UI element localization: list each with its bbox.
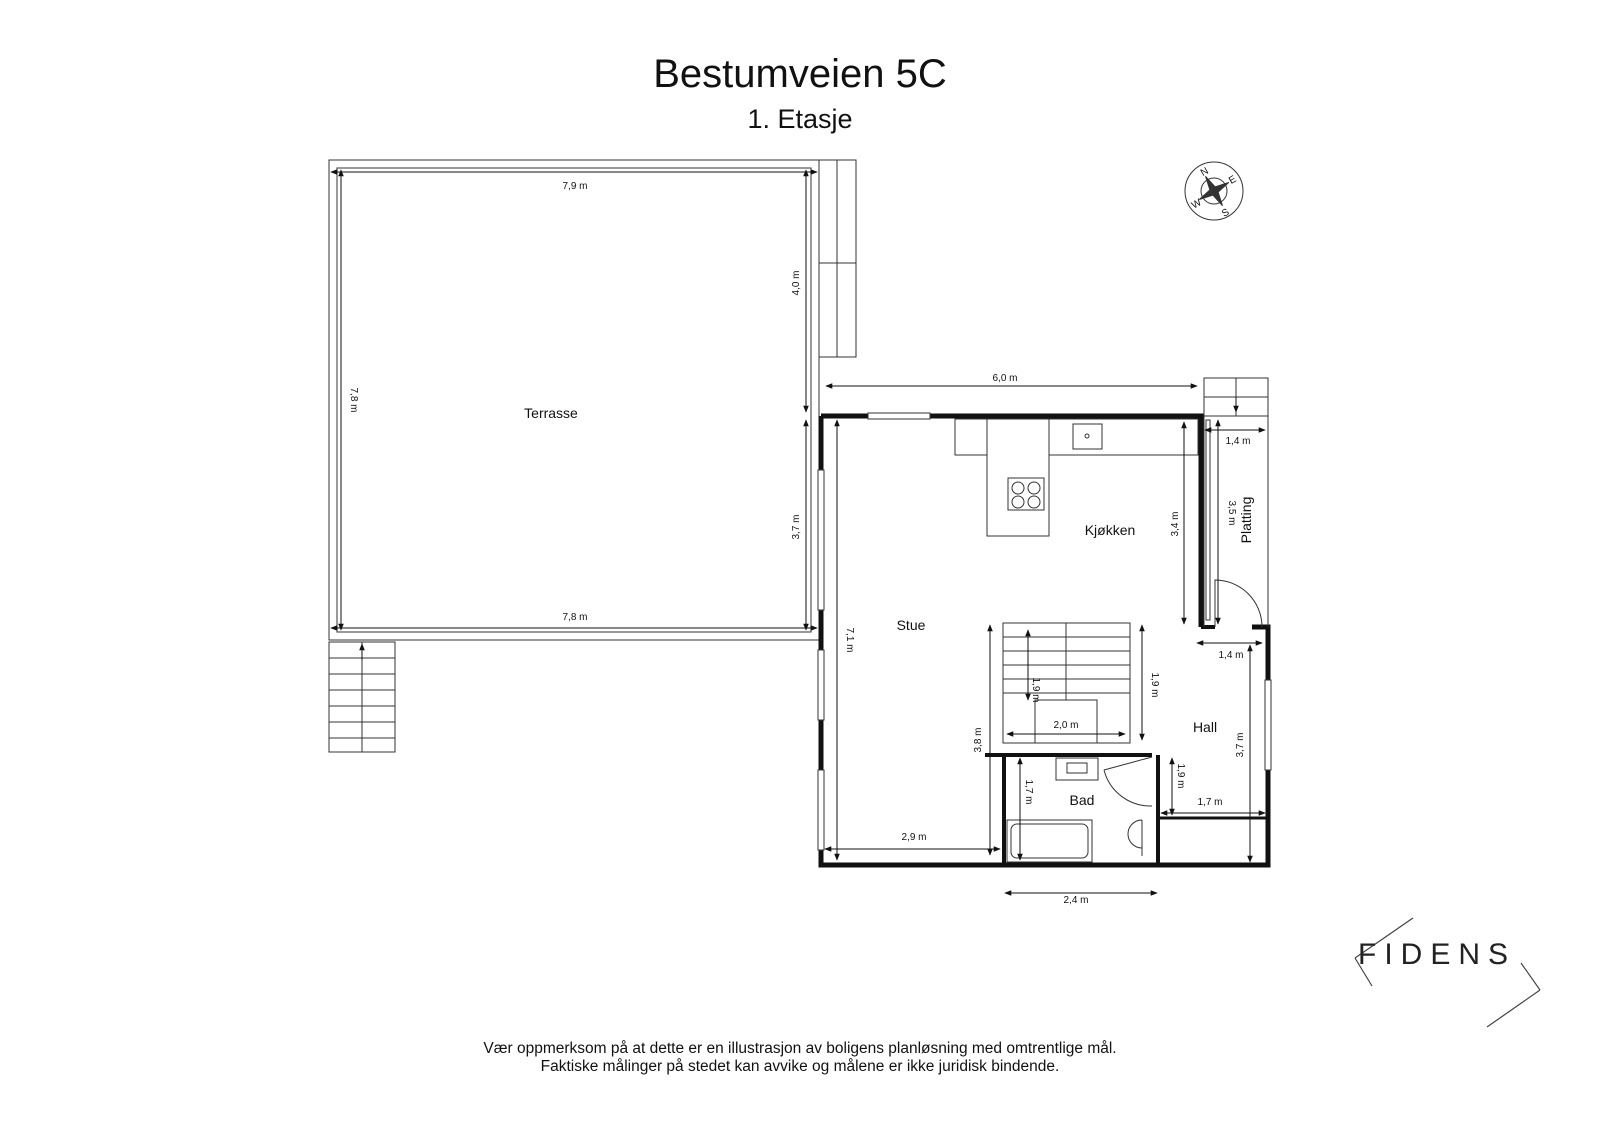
dim-platting-height: 3,5 m (1226, 500, 1237, 525)
dim-terrasse-left: 7,8 m (348, 387, 359, 412)
room-label-terrasse: Terrasse (524, 405, 578, 421)
compass-e: E (1227, 174, 1239, 187)
dim-stue-lower-height: 3,8 m (973, 727, 984, 752)
floor-subtitle: 1. Etasje (747, 104, 853, 134)
dim-hall-width: 1,4 m (1218, 650, 1243, 661)
dim-terrasse-right-upper: 4,0 m (791, 270, 802, 295)
kitchen-fixtures (954, 418, 1199, 537)
dim-kjokken-height: 3,4 m (1170, 511, 1181, 536)
windows (817, 412, 1272, 851)
disclaimer-line-2: Faktiske målinger på stedet kan avvike o… (540, 1058, 1060, 1075)
room-label-platting: Platting (1238, 497, 1254, 544)
dim-stue-height: 7,1 m (844, 627, 855, 652)
dimension-lines (330, 169, 1266, 896)
room-label-stue: Stue (897, 617, 926, 633)
compass-s: S (1220, 207, 1232, 220)
dim-terrasse-right-lower: 3,7 m (791, 514, 802, 539)
room-label-kjokken: Kjøkken (1085, 522, 1136, 538)
dim-stue-width: 2,9 m (901, 832, 926, 843)
room-label-hall: Hall (1193, 719, 1217, 735)
dim-wc-width: 1,7 m (1197, 797, 1222, 808)
room-label-bad: Bad (1070, 792, 1095, 808)
terrasse-stairs (328, 641, 396, 753)
compass-n: N (1199, 166, 1211, 179)
dim-platting-width: 1,4 m (1225, 436, 1250, 447)
dim-terrasse-top: 7,9 m (562, 181, 587, 192)
dim-stair-width: 2,0 m (1053, 720, 1078, 731)
compass-icon (1184, 161, 1244, 221)
dim-bad-width: 2,4 m (1063, 895, 1088, 906)
terrasse-outline (328, 159, 857, 641)
dim-stair-height-outer: 1,9 m (1149, 672, 1160, 697)
dim-house-top: 6,0 m (992, 373, 1017, 384)
plan-title: Bestumveien 5C (653, 52, 947, 96)
inner-stairs (1002, 622, 1131, 744)
bathroom-fixtures (1006, 756, 1153, 863)
fidens-logo-mark (1354, 917, 1541, 1028)
dim-terrasse-bottom: 7,8 m (562, 612, 587, 623)
dim-stair-height-inner: 1,9 m (1030, 677, 1041, 702)
dim-bad-height: 1,7 m (1023, 779, 1034, 804)
disclaimer: Vær oppmerksom på at dette er en illustr… (0, 1040, 1600, 1076)
dim-hall-height: 3,7 m (1235, 732, 1246, 757)
dim-wc-height: 1,9 m (1175, 763, 1186, 788)
disclaimer-line-1: Vær oppmerksom på at dette er en illustr… (483, 1040, 1117, 1057)
fidens-logo: FIDENS (1358, 938, 1517, 971)
